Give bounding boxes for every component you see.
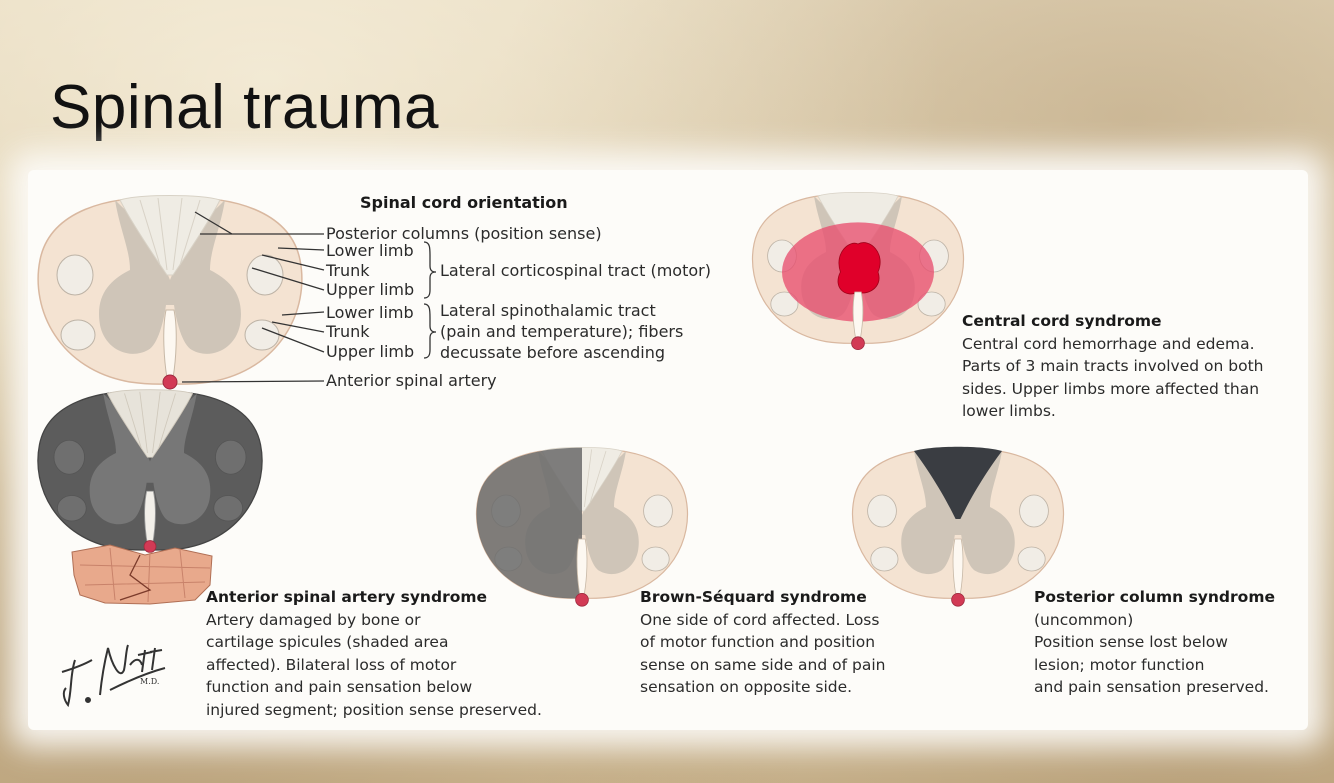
anterior-artery-diagram — [37, 389, 263, 553]
brown-sequard-line: One side of cord affected. Loss — [640, 610, 880, 629]
central-cord-diagram — [751, 191, 965, 351]
label-corticospinal: Lateral corticospinal tract (motor) — [440, 261, 711, 280]
label-spinothalamic-2: (pain and temperature); fibers — [440, 322, 683, 341]
label-anterior-spinal-artery: Anterior spinal artery — [326, 371, 497, 390]
netter-signature — [61, 644, 166, 708]
label-posterior-columns: Posterior columns (position sense) — [326, 224, 602, 243]
anterior-artery-heading: Anterior spinal artery syndrome — [206, 588, 488, 606]
label-lower-limb-1: Lower limb — [326, 241, 414, 260]
central-cord-line: lower limbs. — [962, 402, 1056, 420]
central-cord-heading: Central cord syndrome — [962, 312, 1162, 330]
posterior-column-line: and pain sensation preserved. — [1034, 678, 1269, 696]
orientation-heading: Spinal cord orientation — [360, 193, 568, 212]
brown-sequard-diagram — [475, 446, 689, 607]
orientation-braces — [423, 241, 437, 359]
slide-title: Spinal trauma — [50, 73, 440, 142]
label-trunk-2: Trunk — [325, 322, 370, 341]
vertebra-fragment — [71, 544, 213, 605]
brown-sequard-line: sensation on opposite side. — [640, 678, 853, 696]
anterior-artery-line: injured segment; position sense preserve… — [206, 700, 542, 719]
posterior-column-line: lesion; motor function — [1034, 655, 1205, 674]
orientation-leader-lines — [181, 211, 325, 383]
orientation-cord-diagram — [37, 195, 303, 390]
brown-sequard-heading: Brown-Séquard syndrome — [640, 588, 867, 606]
signature-md: M.D. — [140, 677, 159, 686]
anterior-artery-line: cartilage spicules (shaded area — [206, 633, 449, 651]
anterior-artery-line: function and pain sensation below — [206, 678, 473, 696]
label-spinothalamic-3: decussate before ascending — [440, 343, 665, 362]
central-cord-line: sides. Upper limbs more affected than — [962, 379, 1260, 398]
anterior-artery-line: Artery damaged by bone or — [206, 610, 421, 629]
central-cord-caption: Central cord syndrome Central cord hemor… — [962, 310, 1264, 423]
label-lower-limb-2: Lower limb — [326, 303, 414, 322]
brown-sequard-caption: Brown-Séquard syndrome One side of cord … — [640, 586, 885, 699]
anterior-artery-caption: Anterior spinal artery syndrome Artery d… — [206, 586, 542, 721]
posterior-column-heading: Posterior column syndrome — [1034, 588, 1275, 606]
label-spinothalamic-1: Lateral spinothalamic tract — [440, 301, 656, 320]
brown-sequard-line: of motor function and position — [640, 633, 876, 651]
anterior-artery-line: affected). Bilateral loss of motor — [206, 655, 457, 674]
label-upper-limb-1: Upper limb — [326, 280, 414, 299]
posterior-column-diagram — [851, 446, 1065, 607]
label-upper-limb-2: Upper limb — [326, 342, 414, 361]
posterior-column-line: Position sense lost below — [1034, 633, 1228, 651]
posterior-column-line: (uncommon) — [1034, 610, 1134, 629]
brown-sequard-line: sense on same side and of pain — [640, 655, 886, 674]
posterior-column-caption: Posterior column syndrome (uncommon) Pos… — [1034, 586, 1275, 699]
central-cord-line: Central cord hemorrhage and edema. — [962, 334, 1255, 353]
central-cord-line: Parts of 3 main tracts involved on both — [962, 357, 1264, 375]
label-trunk-1: Trunk — [325, 261, 370, 280]
